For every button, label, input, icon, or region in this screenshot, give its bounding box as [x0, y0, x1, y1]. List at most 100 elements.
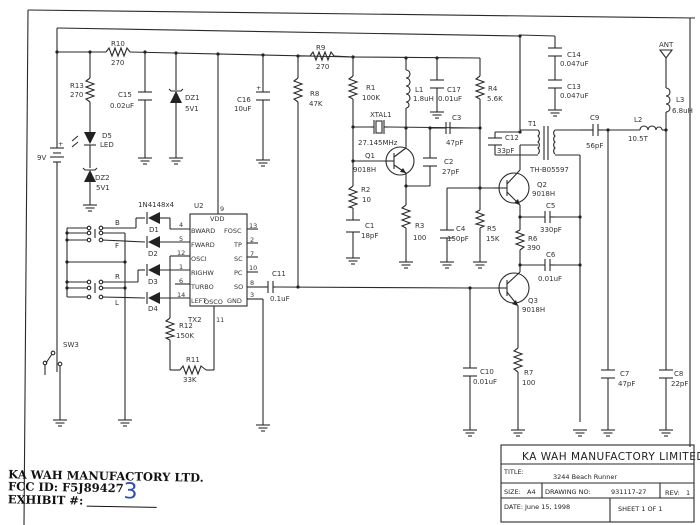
label-c7-ref: C7 — [620, 370, 629, 378]
ic-right-pin-name: PC — [234, 269, 243, 277]
label-c6-value: 0.01uF — [538, 275, 562, 283]
svg-text:+: + — [58, 140, 63, 148]
capacitor-c8 — [659, 369, 673, 379]
ic-right-pin-num: 7 — [250, 250, 254, 258]
label-r4-ref: R4 — [488, 85, 498, 93]
antenna-icon — [658, 49, 674, 59]
ic-left-pin-num: 5 — [179, 235, 183, 243]
label-c10-ref: C10 — [480, 368, 494, 376]
label-c8-value: 22pF — [671, 380, 688, 388]
diodes — [71, 88, 184, 304]
transistor-q2 — [493, 169, 530, 206]
capacitor-c10 — [463, 367, 477, 377]
resistor-r1 — [347, 75, 359, 100]
label-c9-ref: C9 — [590, 114, 599, 122]
label-c1-ref: C1 — [365, 222, 374, 230]
label-c3-value: 47pF — [446, 139, 463, 147]
ic-right-pin-name: FOSC — [224, 227, 242, 235]
label-c17-value: 0.01uF — [438, 95, 462, 103]
label-l2-value: 10.5T — [628, 135, 649, 143]
svg-text:+: + — [256, 84, 261, 92]
title-block-size-label: SIZE: — [504, 488, 521, 496]
stamp-exhibit-number: 3 — [123, 479, 138, 505]
transistor-q1 — [385, 146, 415, 176]
label-c5-ref: C5 — [546, 202, 555, 210]
label-d3: D3 — [148, 278, 158, 286]
label-c10-value: 0.01uF — [473, 378, 497, 386]
label-l2-ref: L2 — [634, 116, 642, 124]
ic-left-pin-num: 1 — [179, 263, 183, 271]
label-c11-value: 0.1uF — [270, 295, 290, 303]
resistor-r10 — [105, 46, 131, 58]
label-c2-ref: C2 — [444, 158, 453, 166]
label-dz1-value: 5V1 — [185, 105, 199, 113]
label-r11-value: 33K — [183, 376, 197, 384]
capacitor-c15 — [138, 91, 152, 101]
component-labels: R10 270 R13 270 C15 0.02uF DZ1 5V1 D5 LE… — [37, 40, 693, 388]
capacitors: + — [138, 47, 673, 379]
transistors — [385, 146, 530, 307]
ic-right-pin-name: TP — [233, 241, 242, 249]
label-r8-ref: R8 — [310, 90, 319, 98]
label-c6-ref: C6 — [546, 251, 556, 259]
direction-switches — [86, 225, 104, 300]
label-d5-value: LED — [100, 141, 114, 149]
resistor-r7 — [512, 347, 524, 373]
resistor-r5 — [474, 209, 486, 229]
resistors — [84, 46, 526, 376]
label-r10-value: 270 — [111, 59, 124, 67]
capacitor-c2 — [423, 157, 437, 167]
label-r9-value: 270 — [316, 63, 329, 71]
label-c4-ref: C4 — [456, 225, 466, 233]
drawing-frame — [23, 9, 696, 525]
ic-right-pin-name: GND — [227, 297, 242, 305]
ic-left-pin-name: FWARD — [191, 241, 215, 249]
led-d5 — [71, 132, 96, 148]
ic-pin-9-num: 9 — [220, 205, 224, 213]
capacitor-c12 — [488, 137, 502, 146]
label-c9-value: 56pF — [586, 142, 603, 150]
label-r6-value: 390 — [527, 244, 540, 252]
ic-left-pin-num: 14 — [177, 291, 185, 299]
label-q3-value: 9018H — [522, 306, 545, 314]
ic-pin-osco: OSCO — [204, 298, 223, 306]
resistor-r9 — [309, 50, 335, 62]
label-r5-value: 15K — [486, 235, 500, 243]
label-switch-l: L — [115, 299, 119, 307]
label-r7-value: 100 — [522, 379, 535, 387]
ic-left-pin-name: LEFT — [191, 297, 206, 305]
wires — [44, 27, 667, 430]
capacitor-c9 — [592, 124, 603, 136]
capacitor-c7 — [601, 369, 615, 379]
ic-ref: U2 — [194, 202, 204, 210]
transistor-q3 — [498, 271, 530, 307]
label-l3-value: 6.8uH — [672, 107, 693, 115]
junction-dots — [55, 34, 668, 290]
resistor-r4 — [474, 75, 486, 100]
ic-right-pin-num: 10 — [249, 264, 257, 272]
label-c8-ref: C8 — [674, 370, 683, 378]
label-l1-value: 1.8uH — [413, 95, 434, 103]
title-block-rev-value: 1 — [686, 489, 690, 497]
ic-left-pin-num: 12 — [177, 249, 185, 257]
label-q2-ref: Q2 — [537, 181, 547, 189]
label-c14-value: 0.047uF — [560, 60, 589, 68]
title-block-company: KA WAH MANUFACTORY LIMITED — [522, 451, 700, 463]
resistor-r8 — [292, 77, 304, 103]
ic-left-pin-num: 4 — [179, 221, 183, 229]
label-c2-value: 27pF — [442, 168, 459, 176]
label-r7-ref: R7 — [524, 369, 533, 377]
diode-d1 — [146, 212, 160, 224]
label-r9-ref: R9 — [316, 44, 325, 52]
ic-labels: U2 9 VDD OSCO 11 TX2 4 BWARD 5 FWARD 12 … — [177, 202, 257, 324]
label-r4-value: 5.6K — [487, 95, 503, 103]
resistor-r6 — [514, 229, 526, 251]
label-diode-part: 1N4148x4 — [138, 201, 175, 209]
label-c11-ref: C11 — [272, 270, 286, 278]
label-r2-ref: R2 — [361, 186, 370, 194]
label-r1-ref: R1 — [366, 84, 375, 92]
label-c15-ref: C15 — [118, 91, 132, 99]
capacitor-c1 — [346, 219, 360, 233]
label-r5-ref: R5 — [487, 225, 496, 233]
label-switch-r: R — [115, 273, 120, 281]
